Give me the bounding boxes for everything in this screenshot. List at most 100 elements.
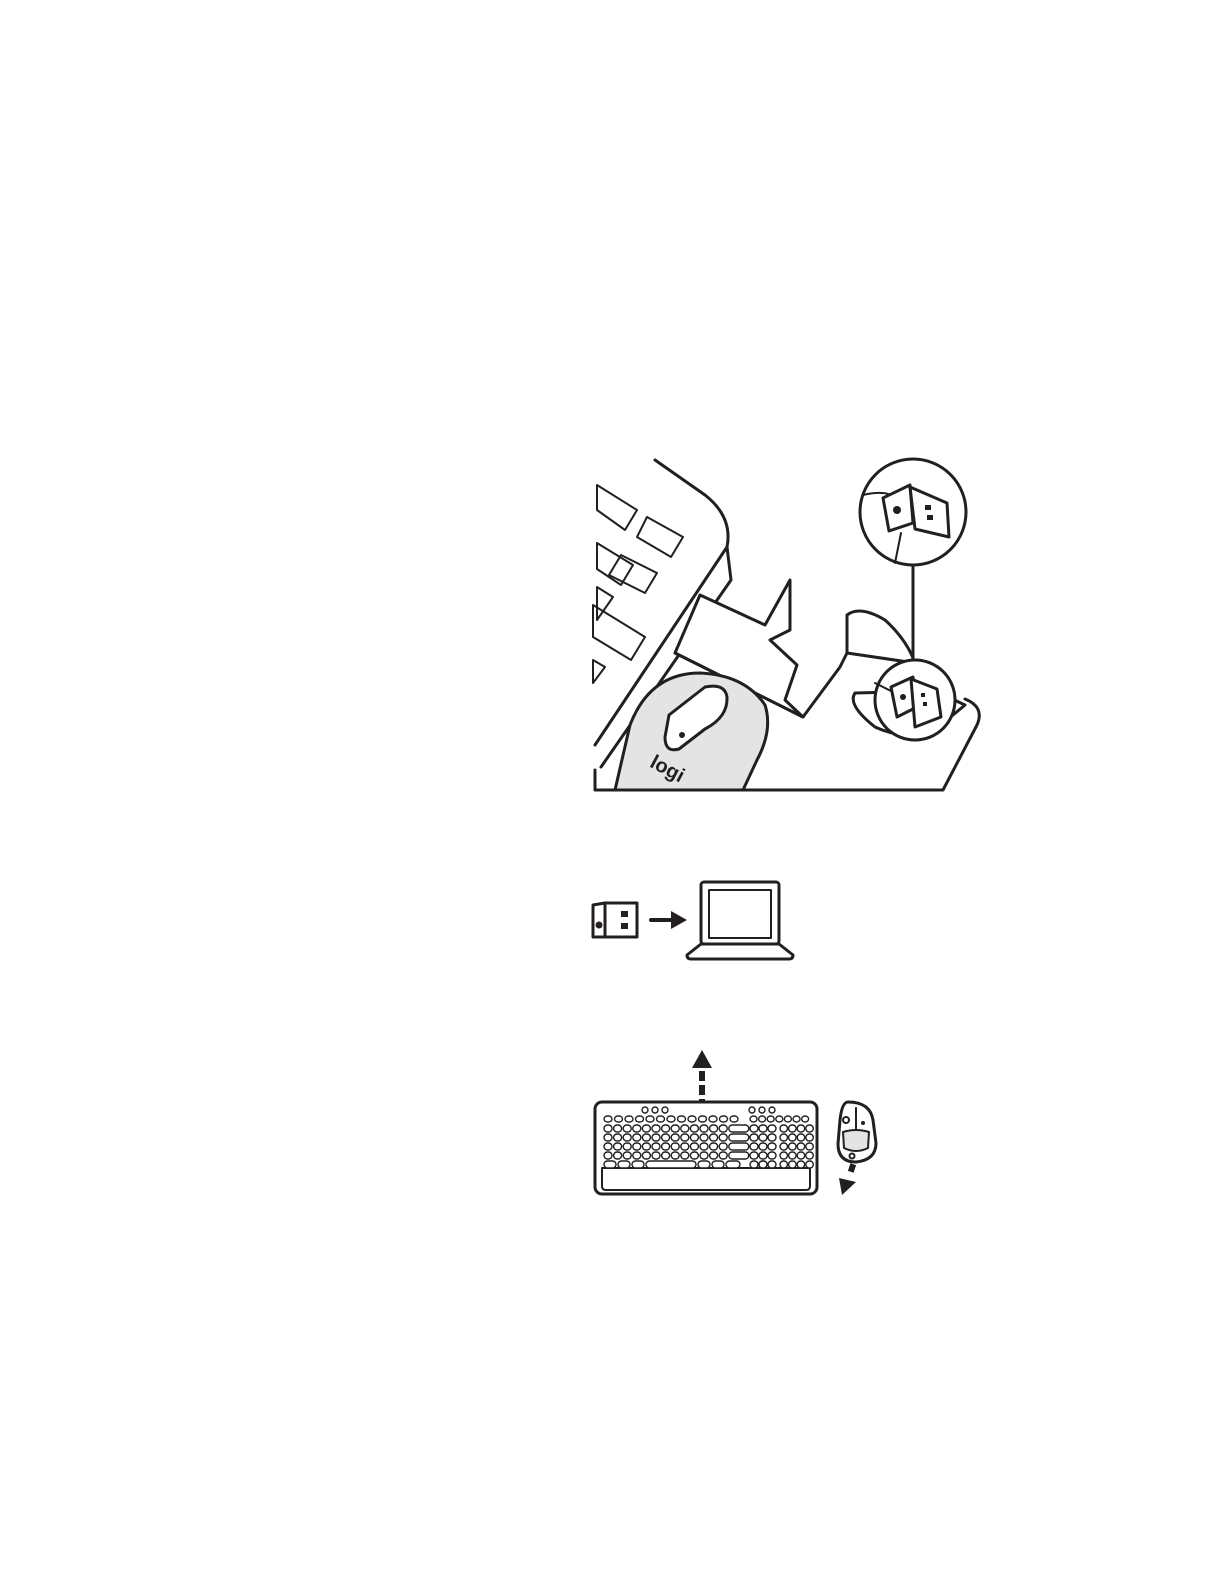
keyboard-key <box>636 1116 644 1122</box>
keyboard-key <box>729 1143 749 1150</box>
keyboard-key <box>646 1116 654 1122</box>
keyboard-key <box>719 1143 727 1150</box>
keyboard-key <box>632 1161 644 1168</box>
keyboard-key <box>759 1107 765 1113</box>
keyboard-key <box>709 1116 717 1122</box>
keyboard-key <box>623 1152 631 1159</box>
keyboard-key <box>642 1125 650 1132</box>
keyboard-key <box>729 1134 749 1141</box>
keyboard-key <box>652 1134 660 1141</box>
keyboard-key <box>759 1116 766 1122</box>
keyboard-key <box>642 1143 650 1150</box>
keyboard-key <box>690 1125 698 1132</box>
keyboard-key <box>652 1125 660 1132</box>
keyboard-key <box>750 1143 758 1150</box>
keyboard-key <box>768 1143 776 1150</box>
keyboard-key <box>633 1143 641 1150</box>
usb-receiver-icon <box>593 903 637 937</box>
keyboard-key <box>604 1125 612 1132</box>
keyboard-key <box>768 1152 776 1159</box>
keyboard-key <box>604 1134 612 1141</box>
keyboard-key <box>681 1125 689 1132</box>
keyboard-key <box>712 1161 724 1168</box>
plug-receiver-illustration <box>585 875 800 967</box>
keyboard-key <box>797 1134 805 1141</box>
keyboard-key <box>700 1152 708 1159</box>
keyboard-key <box>769 1107 775 1113</box>
keyboard-key <box>719 1125 727 1132</box>
keyboard-key <box>652 1143 660 1150</box>
keyboard-key <box>615 1116 623 1122</box>
receiver-storage-illustration: logi <box>585 455 995 800</box>
keyboard-key <box>793 1116 800 1122</box>
keyboard-key <box>698 1161 710 1168</box>
keyboard-key <box>768 1134 776 1141</box>
keyboard-key <box>806 1152 814 1159</box>
keyboard-key <box>618 1161 630 1168</box>
keyboard-key <box>662 1125 670 1132</box>
keyboard-key <box>604 1161 616 1168</box>
keyboard-key <box>759 1143 767 1150</box>
keyboard-key <box>652 1107 658 1113</box>
keyboard-key <box>789 1125 797 1132</box>
keyboard-key <box>623 1143 631 1150</box>
pull-tabs-drawing <box>590 1048 885 1198</box>
keyboard-key <box>671 1143 679 1150</box>
keyboard-key <box>710 1143 718 1150</box>
keyboard-key <box>681 1152 689 1159</box>
keyboard-key <box>750 1116 757 1122</box>
keyboard-key <box>750 1152 758 1159</box>
remove-pull-tabs-illustration <box>590 1048 885 1198</box>
keyboard-key <box>642 1107 648 1113</box>
keyboard-key <box>604 1116 612 1122</box>
keyboard-key <box>642 1152 650 1159</box>
keyboard-key <box>759 1161 767 1168</box>
keyboard-key <box>678 1116 686 1122</box>
keyboard-key <box>688 1116 696 1122</box>
keyboard-key <box>662 1152 670 1159</box>
keyboard-key <box>614 1152 622 1159</box>
keyboard-key <box>652 1152 660 1159</box>
keyboard-key <box>671 1134 679 1141</box>
keyboard-key <box>750 1134 758 1141</box>
arrow-down-dashed-icon <box>839 1163 856 1195</box>
keyboard-key <box>759 1152 767 1159</box>
keyboard-key <box>806 1125 814 1132</box>
keyboard-key <box>780 1134 788 1141</box>
keyboard-key <box>642 1134 650 1141</box>
keyboard-key <box>623 1125 631 1132</box>
keyboard-key <box>710 1125 718 1132</box>
keyboard-key <box>662 1134 670 1141</box>
keyboard-key <box>623 1134 631 1141</box>
keyboard-key <box>768 1125 776 1132</box>
keyboard-icon <box>595 1102 817 1194</box>
keyboard-key <box>802 1116 809 1122</box>
keyboard-key <box>729 1125 749 1132</box>
arrow-up-dashed-icon <box>692 1050 712 1107</box>
keyboard-key <box>625 1116 633 1122</box>
keyboard-key <box>681 1134 689 1141</box>
mouse-icon: logi <box>615 673 768 790</box>
keyboard-key <box>671 1152 679 1159</box>
keyboard-key <box>710 1152 718 1159</box>
keyboard-key <box>729 1152 749 1159</box>
keyboard-key <box>681 1143 689 1150</box>
receiver-storage-drawing: logi <box>585 455 995 800</box>
keyboard-key <box>657 1116 665 1122</box>
keyboard-key <box>604 1143 612 1150</box>
keyboard-key <box>700 1143 708 1150</box>
keyboard-key <box>700 1125 708 1132</box>
keyboard-key <box>646 1161 696 1168</box>
keyboard-key <box>700 1134 708 1141</box>
keyboard-key <box>604 1152 612 1159</box>
keyboard-key <box>662 1143 670 1150</box>
keyboard-key <box>667 1116 675 1122</box>
keyboard-key <box>690 1143 698 1150</box>
keyboard-key <box>614 1125 622 1132</box>
keyboard-key <box>690 1134 698 1141</box>
arrow-right-icon <box>651 911 687 929</box>
keyboard-key <box>759 1125 767 1132</box>
keyboard-key <box>789 1152 797 1159</box>
keyboard-key <box>797 1125 805 1132</box>
keyboard-key <box>699 1116 707 1122</box>
